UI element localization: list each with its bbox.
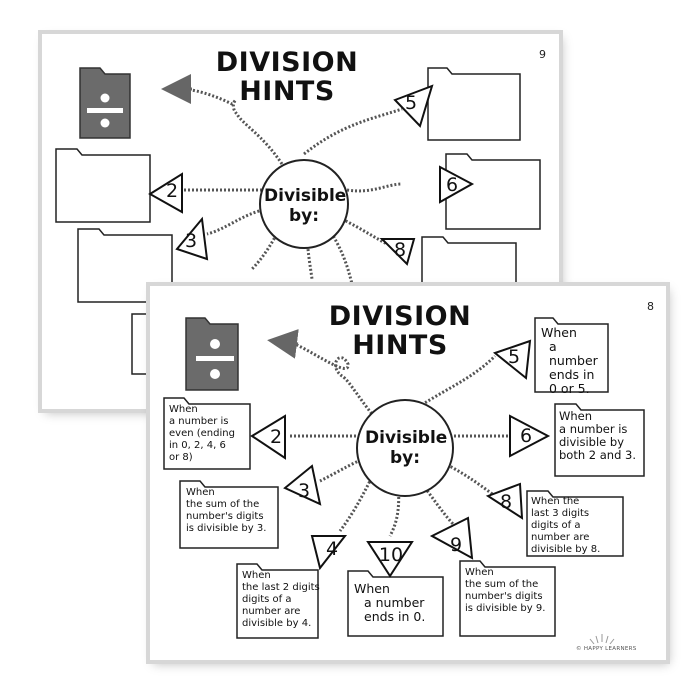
number-2: 2 [165, 180, 179, 202]
front-diagram [163, 317, 645, 645]
hint-6-line: When [559, 409, 593, 423]
hint-3-line: is divisible by 3. [186, 523, 267, 534]
hint-9-line: number's digits [465, 591, 543, 602]
number-5: 5 [404, 92, 418, 114]
hint-4-line: When [242, 570, 271, 581]
worksheet-front: 8 DIVISION HINTS Divisible by: 5 2 6 3 8… [150, 286, 666, 660]
hint-4-line: number are [242, 606, 301, 617]
title-line-1: DIVISION [328, 301, 472, 332]
center-circle [259, 159, 349, 249]
number-10: 10 [378, 544, 404, 566]
hint-9-line: is divisible by 9. [465, 603, 546, 614]
credit-text: © HAPPY LEARNERS [576, 646, 637, 652]
hint-card-3: When the sum of the number's digits is d… [186, 487, 278, 535]
hint-6-line: both 2 and 3. [559, 448, 637, 462]
hint-2-line: a number is [169, 416, 229, 427]
center-label: Divisible by: [264, 186, 347, 226]
arrows-front [250, 339, 551, 578]
hint-folders-front [163, 317, 645, 639]
hint-10-line: When [354, 581, 390, 596]
hint-5-line: When [541, 325, 577, 340]
center-circle [356, 399, 454, 497]
hint-card-9: When the sum of the number's digits is d… [465, 567, 557, 615]
back-diagram [55, 67, 541, 375]
hint-8-line: number are [531, 532, 590, 543]
hint-4-line: divisible by 4. [242, 618, 312, 629]
number-3: 3 [297, 480, 311, 502]
number-3: 3 [184, 230, 198, 252]
connector-division [181, 87, 284, 165]
number-6: 6 [519, 425, 533, 447]
hint-2-line: or 8) [169, 452, 193, 463]
hint-card-8: When the last 3 digits digits of a numbe… [531, 496, 623, 556]
hint-3-line: the sum of the [186, 499, 260, 510]
title-line-2: HINTS [239, 76, 335, 107]
hint-6-line: a number is [559, 422, 628, 436]
hint-8-line: digits of a [531, 520, 581, 531]
center-line-1: Divisible [365, 428, 448, 448]
hint-9-line: the sum of the [465, 579, 539, 590]
arrows-back [148, 84, 475, 266]
hint-4-line: digits of a [242, 594, 292, 605]
hint-8-line: divisible by 8. [531, 544, 601, 555]
number-8: 8 [393, 239, 407, 261]
number-6: 6 [445, 174, 459, 196]
division-folder-front [185, 317, 239, 391]
page-title: DIVISION HINTS [212, 48, 362, 106]
page-number: 8 [647, 300, 654, 313]
empty-folders-back [55, 67, 541, 375]
hint-3-line: When [186, 487, 215, 498]
number-4: 4 [325, 538, 339, 560]
center-line-2: by: [389, 448, 421, 468]
hint-10-line: a number [364, 595, 425, 610]
number-5: 5 [507, 346, 521, 368]
center-line-1: Divisible [264, 186, 347, 206]
number-8: 8 [499, 491, 513, 513]
hint-8-line: last 3 digits [531, 508, 590, 519]
hint-4-line: the last 2 digits [242, 582, 320, 593]
logo-icon [589, 634, 615, 645]
hint-2-line: When [169, 404, 198, 415]
hint-3-line: number's digits [186, 511, 264, 522]
center-line-2: by: [288, 206, 320, 226]
hint-10-line: ends in 0. [364, 609, 426, 624]
hint-card-6: When a number is divisible by both 2 and… [559, 410, 645, 462]
hint-5-line: 0 or 5. [549, 381, 590, 396]
number-2: 2 [269, 426, 283, 448]
hint-2-line: in 0, 2, 4, 6 [169, 440, 226, 451]
hint-card-4: When the last 2 digits digits of a numbe… [242, 570, 324, 630]
title-line-2: HINTS [352, 330, 448, 361]
hint-5-line: ends in [549, 367, 595, 382]
title-line-1: DIVISION [215, 47, 359, 78]
page-title: DIVISION HINTS [325, 302, 475, 360]
hint-8-line: When the [531, 496, 580, 507]
hint-card-2: When a number is even (ending in 0, 2, 4… [169, 404, 251, 464]
hint-card-10: When a number ends in 0. [354, 582, 444, 624]
hint-5-line: a number [549, 339, 598, 368]
hint-card-5: When a number ends in 0 or 5. [541, 326, 607, 396]
division-folder-back [79, 67, 131, 139]
hint-2-line: even (ending [169, 428, 235, 439]
hint-9-line: When [465, 567, 494, 578]
hint-6-line: divisible by [559, 435, 625, 449]
number-9: 9 [449, 534, 463, 556]
page-number: 9 [539, 48, 546, 61]
center-label: Divisible by: [365, 428, 448, 468]
